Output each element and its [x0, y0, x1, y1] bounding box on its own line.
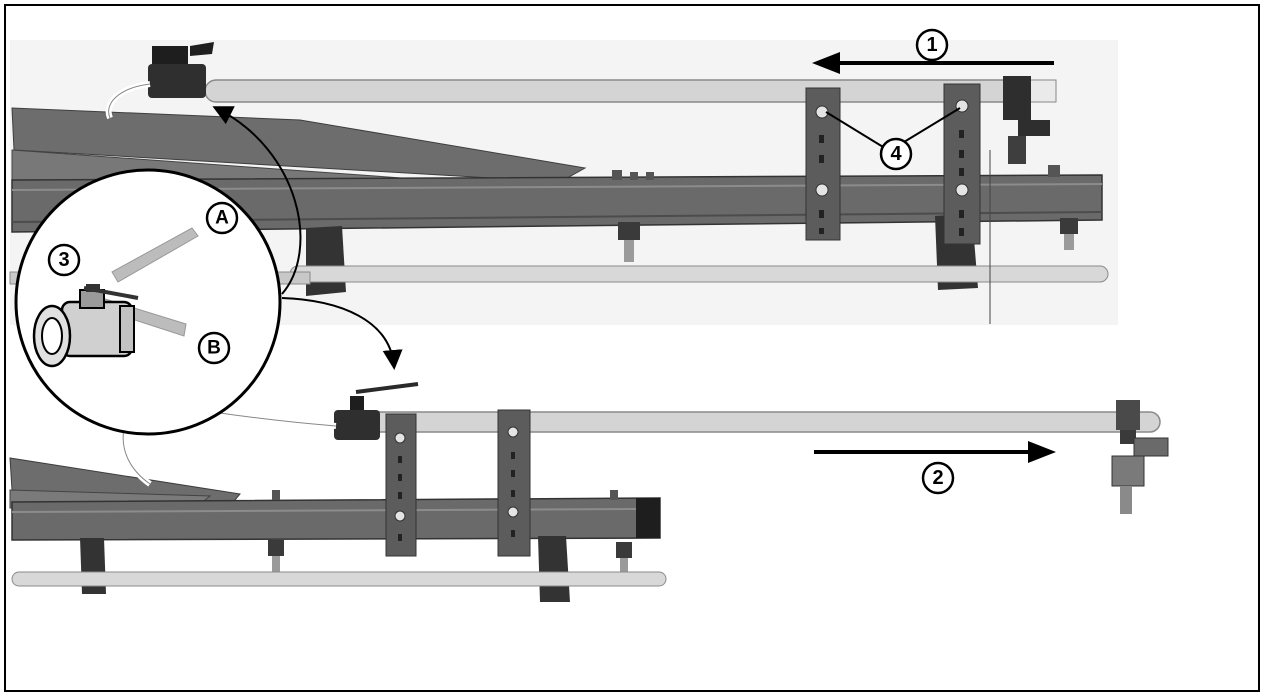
nozzle-icon	[1060, 218, 1078, 250]
ball-valve-icon	[334, 382, 419, 440]
arrow-right-icon	[814, 441, 1056, 463]
callout-2: 2	[921, 461, 955, 495]
end-nozzle-top	[1003, 76, 1050, 164]
ball-valve-icon	[32, 284, 139, 368]
lower-tube-top	[289, 265, 1109, 283]
callout-4-label: 4	[890, 143, 902, 165]
frame-arm-top	[11, 107, 587, 183]
hanger-bracket	[306, 226, 346, 296]
callout-a-label: A	[215, 208, 229, 229]
nozzle-icon	[618, 222, 640, 262]
valve-handle-position-a	[111, 227, 199, 283]
callout-4-leader	[825, 111, 889, 151]
end-nozzle-bottom	[1111, 400, 1169, 514]
main-beam-bottom	[11, 497, 661, 541]
callout-2-label: 2	[932, 467, 943, 489]
callout-4-leader	[903, 107, 961, 143]
lower-tube-bottom	[11, 571, 667, 587]
callout-1: 1	[915, 28, 949, 62]
clamp-bracket	[385, 413, 417, 557]
ball-valve-icon	[148, 42, 214, 98]
upper-tube-top	[204, 79, 1036, 103]
clamp-bracket	[497, 409, 531, 557]
callout-4: 4	[879, 137, 913, 171]
leader-arrow-to-bottom-valve	[281, 297, 403, 370]
leader-arrow-to-top-valve	[212, 106, 302, 295]
bottom-boom-photo	[9, 382, 1169, 602]
callout-3-label: 3	[58, 249, 69, 271]
callout-b-label: B	[207, 338, 221, 359]
callout-1-label: 1	[926, 34, 937, 56]
callout-3: 3	[47, 243, 81, 277]
nozzle-icon	[268, 540, 284, 578]
callout-a: A	[205, 201, 239, 235]
nozzle-icon	[616, 542, 632, 578]
clamp-bracket	[943, 83, 981, 245]
clamp-bracket	[805, 87, 841, 241]
valve-detail-magnifier	[14, 168, 282, 436]
arrow-left-icon	[812, 52, 1054, 74]
callout-b: B	[197, 331, 231, 365]
upper-tube-bottom	[369, 411, 1161, 433]
